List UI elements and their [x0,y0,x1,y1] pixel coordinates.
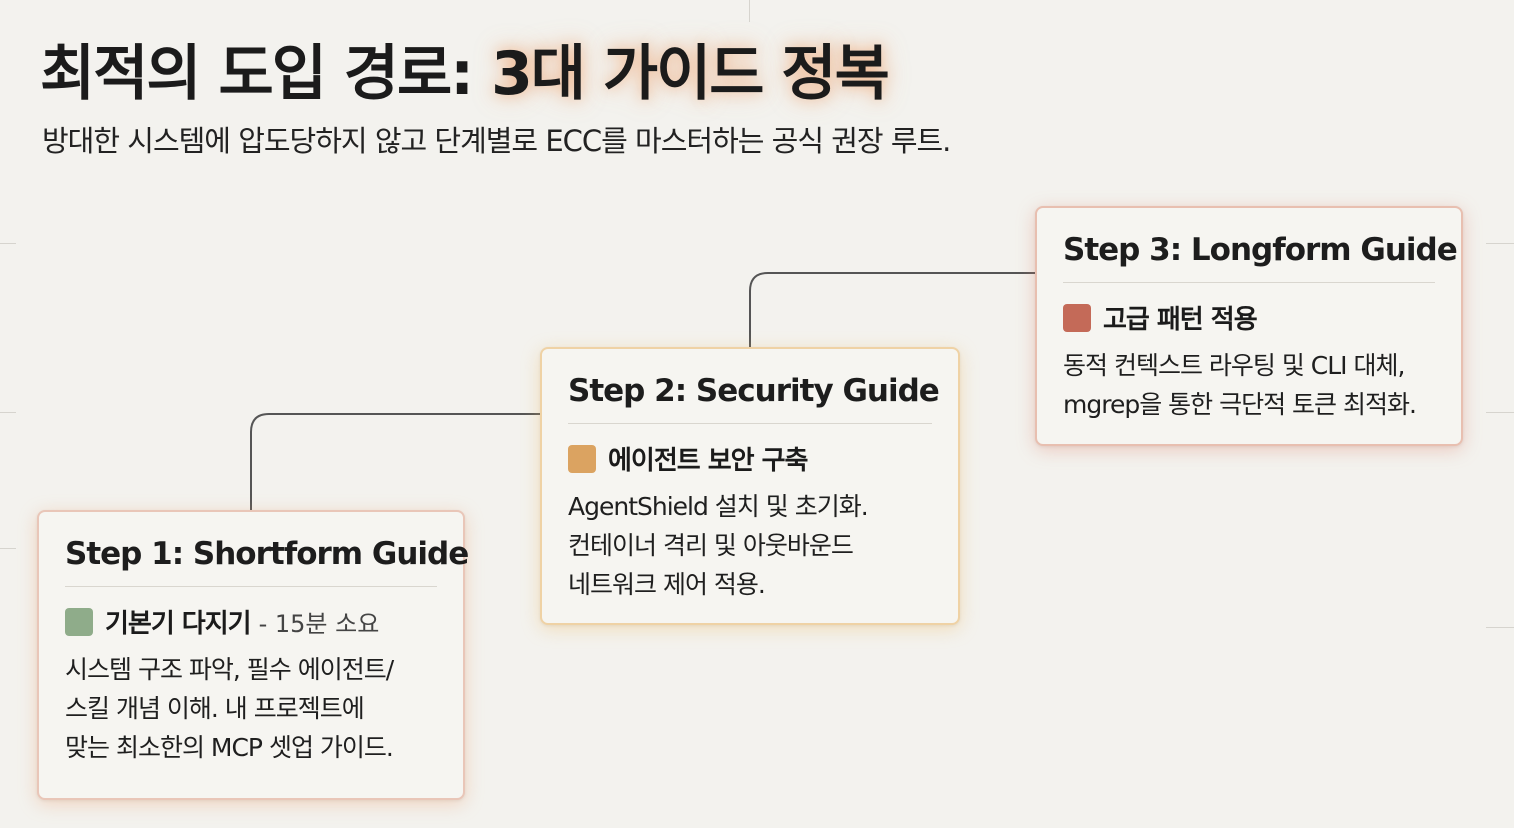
step-2-card: Step 2: Security Guide 에이전트 보안 구축 AgentS… [540,347,960,625]
description-line: 동적 컨텍스트 라우팅 및 CLI 대체, [1063,351,1405,380]
step-3-tag-row: 고급 패턴 적용 [1063,299,1435,336]
step-3-tag: 고급 패턴 적용 [1103,305,1258,335]
step-2-color-swatch [568,444,596,473]
page-title: 최적의 도입 경로: 3대 가이드 정복 [40,34,890,114]
step-1-duration: - 15분 소요 [258,610,380,638]
connector-step2-step3 [749,272,1036,347]
description-line: 네트워크 제어 적용. [568,570,766,599]
step-3-title: Step 3: Longform Guide [1063,232,1458,268]
step-2-tag: 에이전트 보안 구축 [608,446,808,476]
edge-tick [1486,243,1514,244]
description-line: AgentShield 설치 및 초기화. [568,492,869,521]
edge-tick [1486,627,1514,628]
divider [568,423,932,424]
step-2-title: Step 2: Security Guide [568,373,940,409]
divider [1063,282,1435,283]
title-highlight: 3대 가이드 정복 [491,39,890,109]
step-1-description: 시스템 구조 파악, 필수 에이전트/ 스킬 개념 이해. 내 프로젝트에 맞는… [65,650,437,767]
page-subtitle: 방대한 시스템에 압도당하지 않고 단계별로 ECC를 마스터하는 공식 권장 … [42,124,951,158]
step-1-tag-row: 기본기 다지기 - 15분 소요 [65,603,437,640]
description-line: 시스템 구조 파악, 필수 에이전트/ [65,655,394,684]
edge-tick [0,412,16,413]
edge-tick [1486,412,1514,413]
divider [65,586,437,587]
step-3-card: Step 3: Longform Guide 고급 패턴 적용 동적 컨텍스트 … [1035,206,1463,446]
edge-tick [0,548,16,549]
edge-tick [0,243,16,244]
step-1-color-swatch [65,607,93,636]
step-3-description: 동적 컨텍스트 라우팅 및 CLI 대체, mgrep을 통한 극단적 토큰 최… [1063,346,1435,424]
step-1-card: Step 1: Shortform Guide 기본기 다지기 - 15분 소요… [37,510,469,800]
step-2-description: AgentShield 설치 및 초기화. 컨테이너 격리 및 아웃바운드 네트… [568,487,932,604]
step-2-tag-row: 에이전트 보안 구축 [568,440,932,477]
step-1-tag: 기본기 다지기 [105,609,252,639]
connector-step1-step2 [250,413,541,510]
description-line: 컨테이너 격리 및 아웃바운드 [568,531,854,560]
description-line: mgrep을 통한 극단적 토큰 최적화. [1063,390,1417,419]
edge-tick [749,0,750,22]
description-line: 스킬 개념 이해. 내 프로젝트에 [65,694,365,723]
title-main: 최적의 도입 경로: [40,39,474,109]
step-3-color-swatch [1063,303,1091,332]
step-1-title: Step 1: Shortform Guide [65,536,469,572]
description-line: 맞는 최소한의 MCP 셋업 가이드. [65,733,394,762]
